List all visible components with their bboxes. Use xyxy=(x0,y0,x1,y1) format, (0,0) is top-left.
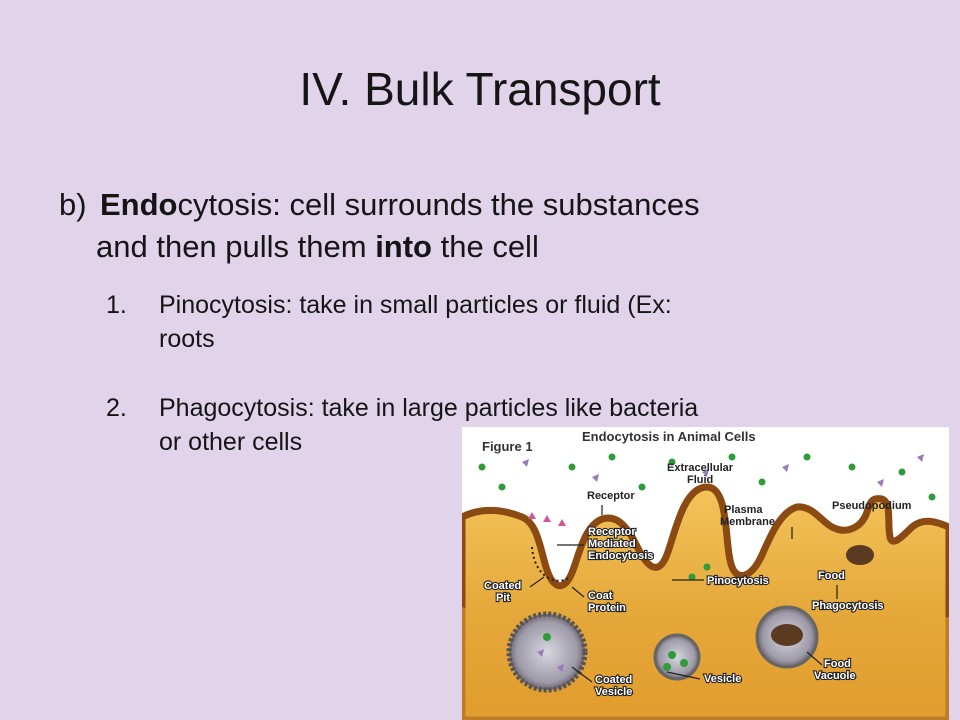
bullet-marker: b) xyxy=(59,187,87,222)
sub-point-line1: Phagocytosis: take in large particles li… xyxy=(159,394,699,422)
sub-point-line2: roots xyxy=(159,325,215,353)
label-vesicle: Vesicle xyxy=(704,673,741,685)
label-coat-protein-line2: Protein xyxy=(588,602,626,614)
label-coated-vesicle-line1: Coated xyxy=(595,674,632,686)
coated-vesicle xyxy=(506,611,588,693)
food-particle xyxy=(846,545,874,565)
sub-point-phagocytosis: 2. Phagocytosis: take in large particles… xyxy=(106,391,866,459)
green-particles xyxy=(478,453,936,671)
label-extracellular-fluid-line2: Fluid xyxy=(687,474,713,486)
label-rme-line2: Mediated xyxy=(588,538,636,550)
label-extracellular-fluid-line1: Extracellular xyxy=(667,462,734,474)
endocytosis-figure: Figure 1 Endocytosis in Animal Cells Ext… xyxy=(462,427,949,720)
label-pseudopodium: Pseudopodium xyxy=(832,500,912,512)
term-rest: cytosis: cell surrounds the substances xyxy=(177,187,700,222)
leader-lines xyxy=(529,505,838,683)
vesicle xyxy=(653,633,701,681)
label-plasma-membrane-line2: Membrane xyxy=(720,516,775,528)
slide-title: IV. Bulk Transport xyxy=(299,63,661,115)
label-coated-vesicle-line2: Vesicle xyxy=(595,686,632,698)
label-phagocytosis: Phagocytosis xyxy=(812,600,884,612)
label-pinocytosis: Pinocytosis xyxy=(707,575,769,587)
sub-point-pinocytosis: 1. Pinocytosis: take in small particles … xyxy=(106,288,866,356)
line2-bold-into: into xyxy=(375,229,432,264)
figure-heading: Endocytosis in Animal Cells xyxy=(582,429,756,444)
main-bullet-endocytosis: b) Endocytosis: cell surrounds the substa… xyxy=(59,184,899,268)
label-receptor: Receptor xyxy=(587,490,635,502)
label-food-vacuole-line2: Vacuole xyxy=(814,670,856,682)
term-bold-endo: Endo xyxy=(100,187,178,222)
sub-point-line2: or other cells xyxy=(159,428,303,456)
sub-point-line1: Pinocytosis: take in small particles or … xyxy=(159,291,672,319)
line2-part-b: the cell xyxy=(432,229,539,264)
label-coated-pit-line2: Pit xyxy=(496,592,510,604)
figure-label: Figure 1 xyxy=(482,439,533,454)
sub-point-number: 2. xyxy=(106,394,127,422)
label-plasma-membrane-line1: Plasma xyxy=(724,504,763,516)
label-coat-protein-line1: Coat xyxy=(588,590,613,602)
label-rme-line1: Receptor xyxy=(588,526,636,538)
receptor-markers xyxy=(528,512,566,526)
label-food-vacuole-line1: Food xyxy=(824,658,851,670)
line2-part-a: and then pulls them xyxy=(96,229,376,264)
food-in-vacuole xyxy=(771,624,803,646)
label-rme-line3: Endocytosis xyxy=(588,550,653,562)
purple-particles xyxy=(522,454,924,672)
endocytosis-illustration: Figure 1 Endocytosis in Animal Cells Ext… xyxy=(462,429,949,720)
label-coated-pit-line1: Coated xyxy=(484,580,521,592)
sub-point-number: 1. xyxy=(106,291,127,319)
label-food: Food xyxy=(818,570,845,582)
